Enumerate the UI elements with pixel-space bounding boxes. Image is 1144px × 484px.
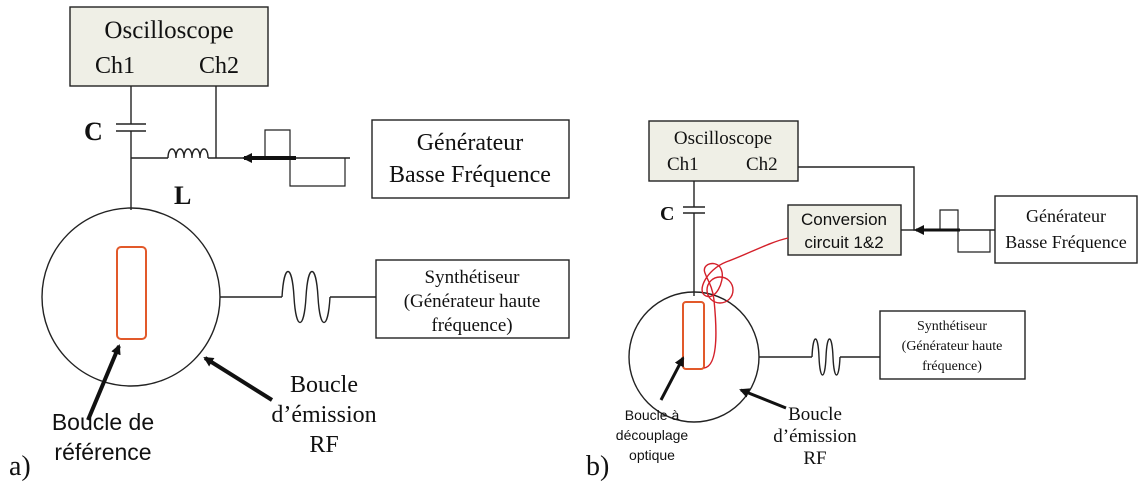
synth-a-line2: (Générateur haute: [404, 291, 541, 312]
oscilloscope-a: Oscilloscope Ch1 Ch2: [69, 6, 269, 87]
emit-loop-b-line1: Boucle: [788, 404, 842, 425]
ref-loop-a-line1: Boucle de: [52, 409, 154, 435]
oscilloscope-b-title: Oscilloscope: [674, 128, 772, 149]
generator-a-line2: Basse Fréquence: [389, 162, 551, 188]
oscilloscope-b-ch1: Ch1: [667, 154, 699, 175]
emit-loop-a-line1: Boucle: [290, 372, 358, 398]
synthesizer-b: Synthétiseur (Générateur haute fréquence…: [879, 310, 1026, 380]
reference-loop-a: [116, 246, 147, 340]
emit-loop-a-line3: RF: [309, 432, 338, 458]
generator-b-line1: Générateur: [1026, 206, 1106, 226]
rf-coils-a: [281, 271, 331, 323]
synth-a-line3: fréquence): [431, 315, 512, 336]
optical-fiber-b: [701, 237, 789, 369]
arrow-opt-loop-b: [659, 356, 685, 401]
synthesizer-a: Synthétiseur (Générateur haute fréquence…: [375, 259, 570, 339]
synth-a-line1: Synthétiseur: [425, 267, 521, 288]
conversion-line2: circuit 1&2: [804, 233, 883, 252]
generator-b-line2: Basse Fréquence: [1005, 232, 1126, 252]
panel-b: Oscilloscope Ch1 Ch2 C Conversion circui…: [586, 120, 1138, 482]
arrow-emit-loop-b: [739, 388, 787, 410]
capacitor-a-label: C: [84, 117, 103, 146]
oscilloscope-a-title: Oscilloscope: [104, 17, 233, 44]
arrow-emit-loop-a: [203, 356, 274, 402]
inductor-a-label: L: [174, 181, 191, 210]
emit-loop-b-line3: RF: [803, 448, 826, 469]
oscilloscope-b-ch2: Ch2: [746, 154, 778, 175]
inductor-a: [167, 148, 209, 159]
capacitor-b-label: C: [660, 203, 674, 225]
panel-a: Oscilloscope Ch1 Ch2 C L Générateur Bass…: [9, 6, 570, 482]
generator-a-line1: Générateur: [417, 130, 524, 156]
emit-loop-a-line2: d’émission: [271, 402, 376, 428]
oscilloscope-b: Oscilloscope Ch1 Ch2: [648, 120, 799, 182]
panel-a-label: a): [9, 451, 31, 482]
synth-b-line3: fréquence): [922, 359, 982, 374]
rf-coils-b: [811, 338, 841, 376]
generator-b: Générateur Basse Fréquence: [994, 195, 1138, 264]
opt-loop-b-line1: Boucle à: [625, 407, 680, 423]
emission-loop-b: [628, 291, 760, 423]
opt-loop-b-line3: optique: [629, 447, 675, 463]
arrow-ref-loop-a: [86, 344, 121, 421]
conversion-circuit-b: Conversion circuit 1&2: [787, 204, 902, 256]
generator-a: Générateur Basse Fréquence: [371, 119, 570, 199]
optical-fiber-coil-b: [706, 276, 734, 304]
optical-loop-b: [682, 301, 705, 370]
oscilloscope-a-ch2: Ch2: [199, 53, 239, 79]
synth-b-line1: Synthétiseur: [917, 319, 987, 334]
emit-loop-b-line2: d’émission: [773, 426, 857, 447]
synth-b-line2: (Générateur haute: [902, 339, 1003, 354]
opt-loop-b-line2: découplage: [616, 427, 689, 443]
ref-loop-a-line2: référence: [54, 439, 151, 465]
conversion-line1: Conversion: [801, 210, 887, 229]
panel-b-label: b): [586, 451, 609, 482]
oscilloscope-a-ch1: Ch1: [95, 53, 135, 79]
emission-loop-a: [41, 207, 221, 387]
